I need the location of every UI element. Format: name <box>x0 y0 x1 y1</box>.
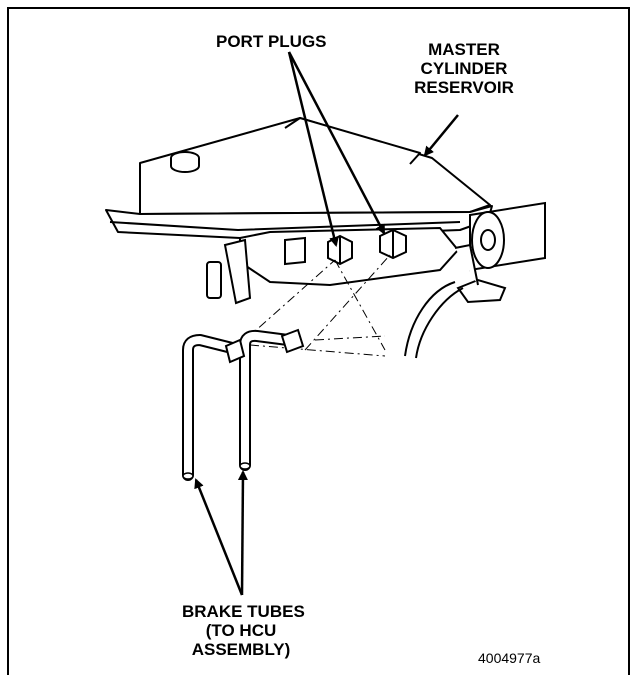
reservoir-body <box>105 117 493 239</box>
filler-cap <box>170 151 200 173</box>
tube-nut-left <box>224 338 246 364</box>
tube-nut-right <box>280 328 305 354</box>
port-plugs-label: PORT PLUGS <box>216 32 327 51</box>
wire-harness <box>404 281 456 357</box>
leader-arrows <box>194 51 459 596</box>
brake-tubes <box>182 329 294 481</box>
reservoir-label: MASTER CYLINDER RESERVOIR <box>414 40 514 97</box>
booster-connection <box>454 201 546 304</box>
alignment-lines <box>244 254 391 357</box>
brake-tubes-label: BRAKE TUBES (TO HCU ASSEMBLY) <box>182 602 305 659</box>
figure-number: 4004977a <box>478 650 541 666</box>
port-plug-right <box>379 228 407 260</box>
port-plug-left <box>327 234 353 266</box>
figure-frame <box>7 7 630 675</box>
